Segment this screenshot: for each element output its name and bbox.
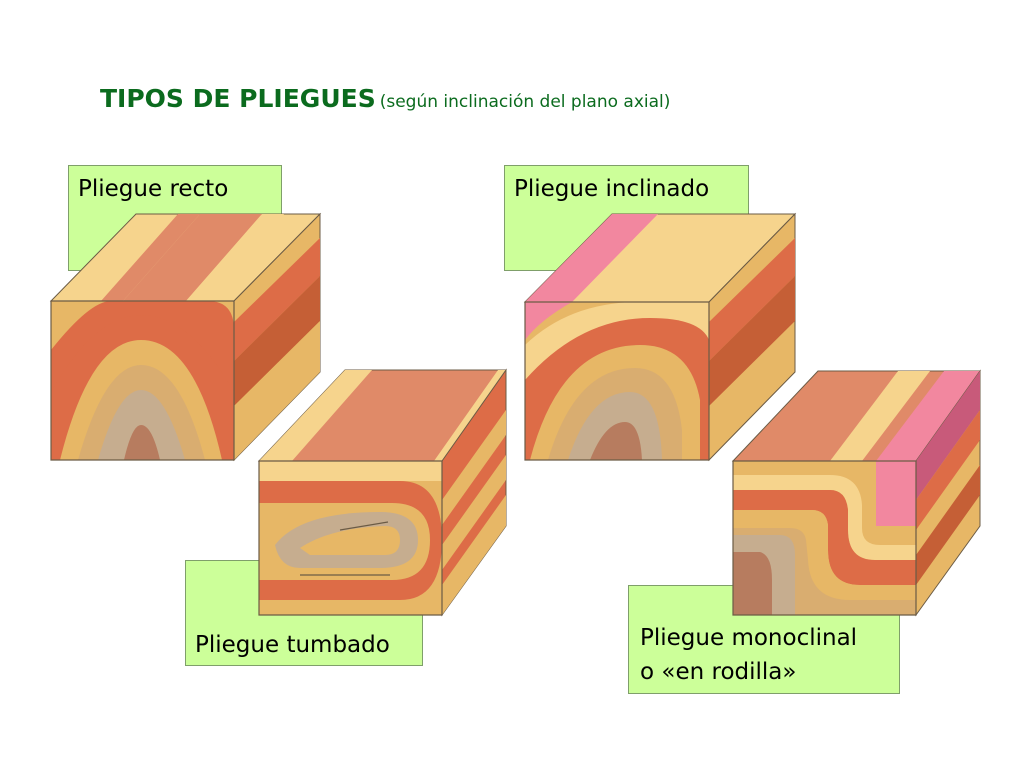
top-face <box>257 369 507 462</box>
right-face <box>233 212 321 462</box>
block-pliegue-inclinado <box>523 212 797 462</box>
right-face <box>915 369 981 617</box>
block-pliegue-tumbado <box>257 368 507 617</box>
label-pliegue-inclinado: Pliegue inclinado <box>514 176 710 202</box>
label-pliegue-monoclinal-line2: o «en rodilla» <box>640 659 797 685</box>
block-pliegue-recto <box>49 212 322 462</box>
title-subtitle: (según inclinación del plano axial) <box>379 92 671 112</box>
title-main: TIPOS DE PLIEGUES <box>100 84 376 113</box>
label-pliegue-recto: Pliegue recto <box>78 176 229 202</box>
label-pliegue-monoclinal-line1: Pliegue monoclinal <box>640 625 858 651</box>
right-face <box>441 368 507 617</box>
front-face-recumbent-fold <box>259 461 442 615</box>
page-title: TIPOS DE PLIEGUES(según inclinación del … <box>100 84 670 113</box>
label-pliegue-tumbado: Pliegue tumbado <box>195 632 390 658</box>
top-face <box>49 213 322 302</box>
front-face-monocline <box>733 461 916 615</box>
block-pliegue-monoclinal <box>731 369 981 617</box>
right-face <box>708 212 796 462</box>
top-face <box>731 370 981 462</box>
front-face-anticline <box>51 301 234 460</box>
front-face-inclined-fold <box>525 302 709 460</box>
